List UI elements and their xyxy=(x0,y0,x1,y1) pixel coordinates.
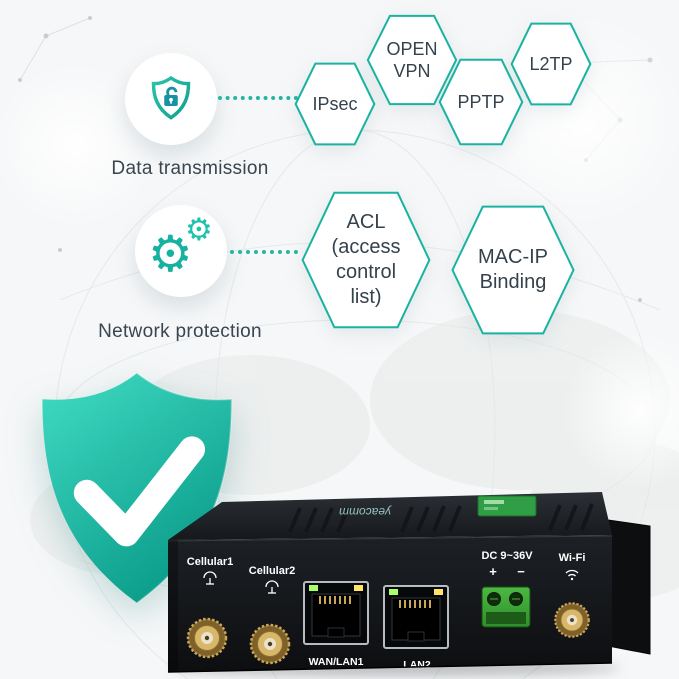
power-terminal-block xyxy=(481,586,531,628)
ethernet-port-wan-lan1 xyxy=(303,581,369,645)
lan2-label: LAN2 xyxy=(403,659,431,671)
hexagon-outline xyxy=(438,58,524,146)
background-glow xyxy=(560,330,679,490)
wifi-label: Wi-Fi xyxy=(559,552,586,564)
wan-lan1-label: WAN/LAN1 xyxy=(309,656,364,668)
brand-text: yeacomm xyxy=(339,505,392,519)
data-transmission-label: Data transmission xyxy=(111,158,269,179)
network-protection-label: Network protection xyxy=(98,321,262,342)
data-transmission-icon xyxy=(125,53,217,145)
hexagon-acl: ACL (access control list) xyxy=(300,190,432,330)
antenna-icon xyxy=(203,571,217,585)
shield-lock-icon xyxy=(151,75,191,120)
network-protection-icon: ⚙ ⚙ xyxy=(135,205,227,297)
dotted-connector xyxy=(230,250,298,254)
power-plus: + xyxy=(489,564,497,579)
hexagon-label: MAC-IP Binding xyxy=(478,246,548,293)
hexagon-label: PPTP xyxy=(457,92,505,112)
gear-icon: ⚙ xyxy=(185,212,213,248)
hexagon-outline xyxy=(366,14,458,106)
power-label: DC 9~36V xyxy=(481,550,533,562)
hexagon-outline xyxy=(510,22,592,106)
sma-connector-wifi xyxy=(554,602,590,638)
vent-slots xyxy=(288,503,594,533)
hexagon-label: ACL (access control list) xyxy=(331,211,401,308)
hexagon-outline xyxy=(450,204,576,336)
sma-connector-cellular2 xyxy=(249,623,291,665)
cellular1-label: Cellular1 xyxy=(187,556,233,568)
hexagon-pptp: PPTP xyxy=(438,58,524,146)
hexagon-ipsec: IPsec xyxy=(294,62,376,146)
hexagon-label: OPEN VPN xyxy=(386,39,438,81)
hexagon-outline xyxy=(300,190,432,330)
hexagon-l2tp: L2TP xyxy=(510,22,592,106)
product-sticker xyxy=(477,495,537,517)
din-rail-bracket xyxy=(607,519,651,655)
cellular2-label: Cellular2 xyxy=(249,565,295,577)
antenna-icon xyxy=(265,580,279,594)
dotted-connector xyxy=(218,96,298,100)
gear-icon: ⚙ xyxy=(148,225,193,283)
power-minus: − xyxy=(517,564,525,579)
ethernet-port-lan2 xyxy=(383,585,449,649)
hexagon-openvpn: OPEN VPN xyxy=(366,14,458,106)
hexagon-label: IPsec xyxy=(312,94,358,114)
industrial-router: yeacomm Cellular1 Cellular2 xyxy=(167,492,651,673)
hexagon-outline xyxy=(294,62,376,146)
hexagon-label: L2TP xyxy=(529,54,573,74)
hexagon-macip: MAC-IP Binding xyxy=(450,204,576,336)
sma-connector-cellular1 xyxy=(186,617,228,659)
wifi-icon xyxy=(565,569,579,581)
